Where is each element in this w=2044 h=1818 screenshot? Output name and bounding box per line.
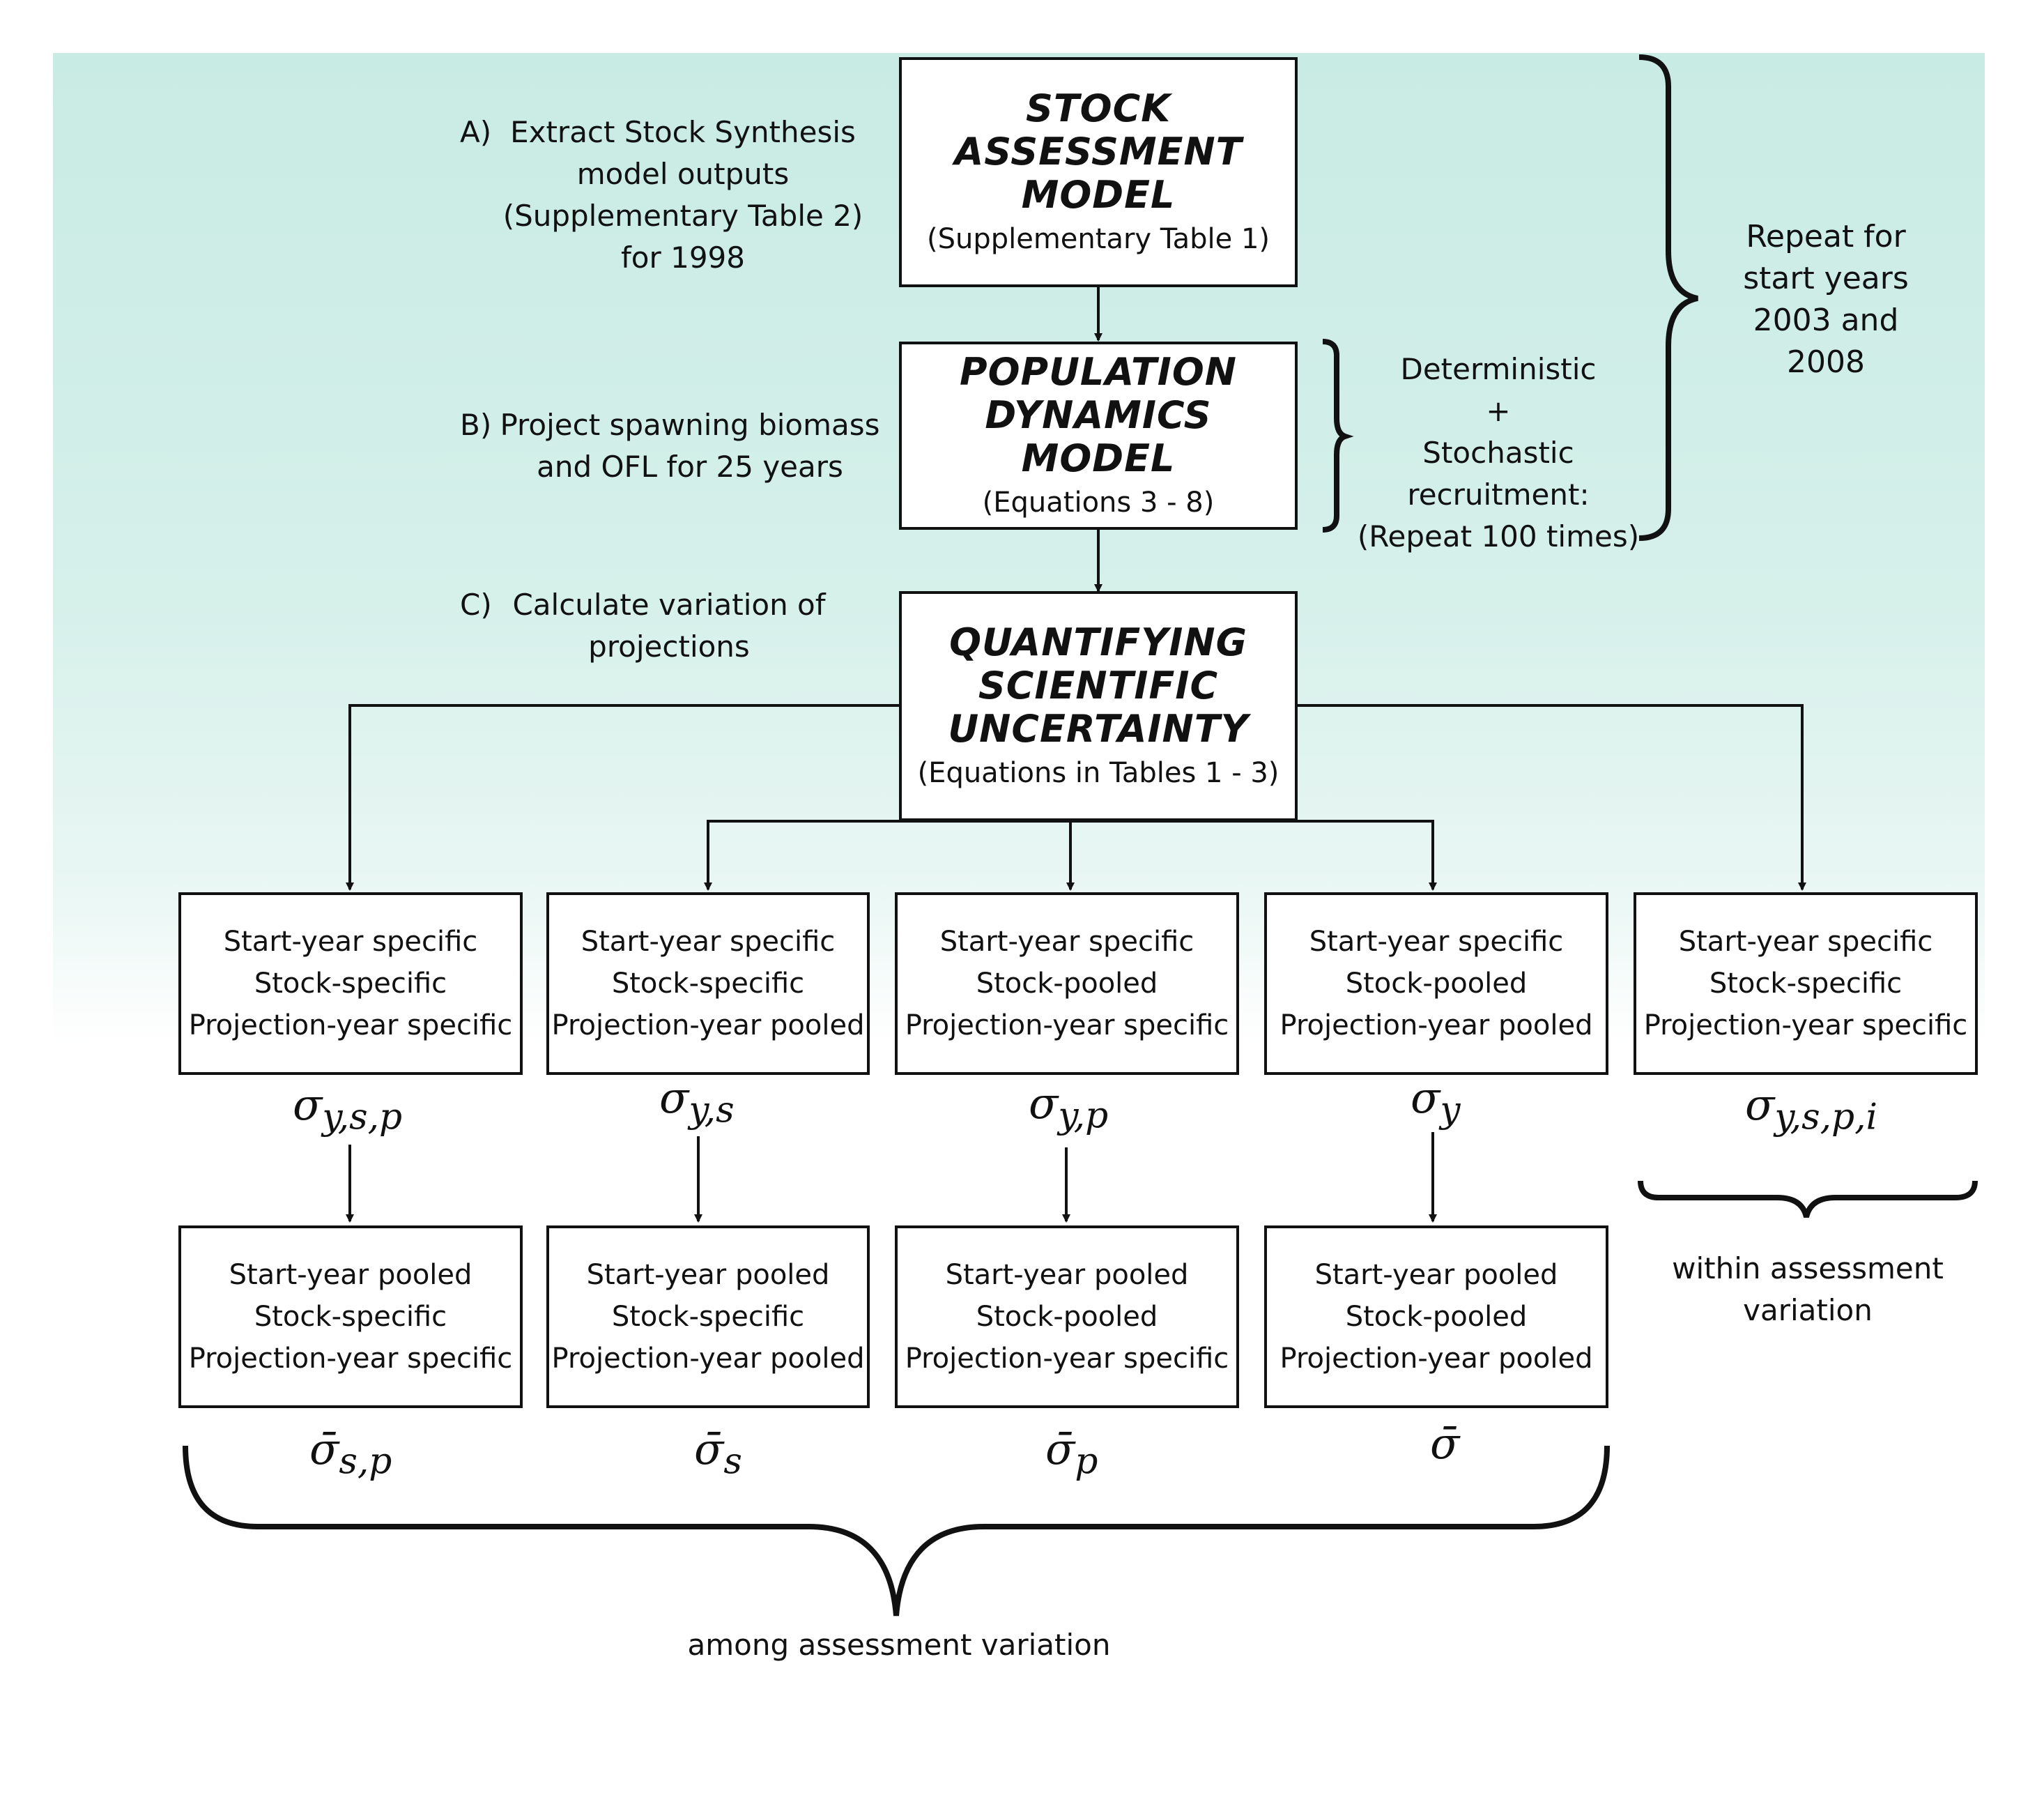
stochastic-note: Deterministic + Stochastic recruitment: … (1357, 352, 1640, 553)
bottom-box-2: Start-year pooled Stock-specific Project… (546, 1225, 870, 1408)
sigma-top-3-subscript: y,p (1058, 1094, 1109, 1137)
sigma-top-2: σy,s (659, 1074, 735, 1134)
bottom-box-2-line2: Stock-specific (611, 1301, 805, 1333)
stock-assessment-title: STOCK ASSESSMENT MODEL (954, 86, 1243, 217)
sigma-top-1-subscript: y,s,p (322, 1096, 403, 1138)
top-box-5-line2: Stock-specific (1709, 968, 1903, 1000)
connector-left-branch (346, 704, 899, 891)
bottom-box-4: Start-year pooled Stock-pooled Projectio… (1264, 1225, 1608, 1408)
bottom-box-3-line3: Projection-year specific (905, 1343, 1229, 1375)
sigma-bar-3-subscript: p (1075, 1440, 1098, 1483)
step-c-text: Calculate variation of projections (512, 588, 826, 664)
sigma-bar-1-subscript: s,p (339, 1440, 392, 1483)
sigma-bar-2-subscript: s (723, 1440, 742, 1483)
top-box-4-line2: Stock-pooled (1345, 968, 1528, 1000)
top-box-5-line1: Start-year specific (1678, 926, 1933, 958)
bottom-box-2-line3: Projection-year pooled (551, 1343, 865, 1375)
top-box-2-line3: Projection-year pooled (551, 1009, 865, 1041)
brace-within (1638, 1180, 1978, 1219)
sigma-top-3-symbol: σ (1029, 1078, 1059, 1129)
quantifying-title: QUANTIFYING SCIENTIFIC UNCERTAINTY (948, 620, 1249, 751)
bottom-box-1-line3: Projection-year specific (188, 1343, 513, 1375)
step-a-text: Extract Stock Synthesis model outputs (S… (502, 115, 863, 275)
sigma-top-5-subscript: y,s,p,i (1774, 1096, 1878, 1138)
top-box-1-line2: Stock-specific (254, 968, 447, 1000)
sigma-top-3: σy,p (1029, 1079, 1108, 1140)
sigma-bar-2: σ̄s (694, 1425, 742, 1485)
top-box-2: Start-year specific Stock-specific Proje… (546, 892, 870, 1075)
connector-right-branch (1298, 704, 1806, 891)
sigma-top-5: σy,s,p,i (1745, 1080, 1877, 1141)
sigma-top-4-subscript: y (1440, 1089, 1461, 1131)
step-c-letter: C) (460, 588, 492, 622)
stock-assessment-model-box: STOCK ASSESSMENT MODEL (Supplementary Ta… (899, 57, 1298, 287)
bottom-box-1: Start-year pooled Stock-specific Project… (178, 1225, 523, 1408)
sigma-bar-1: σ̄s,p (309, 1425, 392, 1485)
top-box-4: Start-year specific Stock-pooled Project… (1264, 892, 1608, 1075)
sigma-top-1: σy,s,p (293, 1080, 402, 1141)
sigma-bar-4-symbol: σ̄ (1430, 1418, 1460, 1469)
within-assessment-label: within assessment variation (1672, 1251, 1944, 1327)
quantifying-sub: (Equations in Tables 1 - 3) (917, 757, 1280, 789)
sigma-top-2-symbol: σ (659, 1072, 689, 1123)
top-box-3-line2: Stock-pooled (976, 968, 1158, 1000)
top-box-4-line1: Start-year specific (1309, 926, 1564, 958)
sigma-top-2-subscript: y,s (689, 1089, 735, 1131)
repeat-note: Repeat for start years 2003 and 2008 (1743, 219, 1909, 380)
top-box-2-line2: Stock-specific (611, 968, 805, 1000)
sigma-bar-1-symbol: σ̄ (309, 1423, 339, 1474)
sigma-top-4-symbol: σ (1411, 1072, 1440, 1123)
top-box-3: Start-year specific Stock-pooled Project… (895, 892, 1239, 1075)
bottom-box-4-line2: Stock-pooled (1345, 1301, 1528, 1333)
sigma-bar-4: σ̄ (1430, 1419, 1459, 1480)
bottom-box-2-line1: Start-year pooled (586, 1259, 830, 1291)
among-assessment-label: among assessment variation (687, 1628, 1111, 1662)
bottom-box-3-line2: Stock-pooled (976, 1301, 1158, 1333)
stock-assessment-sub: (Supplementary Table 1) (926, 223, 1270, 255)
top-box-4-line3: Projection-year pooled (1280, 1009, 1593, 1041)
top-box-5: Start-year specific Stock-specific Proje… (1634, 892, 1978, 1075)
brace-among (183, 1445, 1610, 1617)
step-b-text: Project spawning biomass and OFL for 25 … (500, 408, 880, 484)
population-dynamics-title: POPULATION DYNAMICS MODEL (960, 350, 1237, 480)
sigma-top-4: σy (1411, 1074, 1461, 1134)
bottom-box-1-line2: Stock-specific (254, 1301, 447, 1333)
top-box-5-line3: Projection-year specific (1643, 1009, 1968, 1041)
top-box-1-line1: Start-year specific (223, 926, 478, 958)
step-b-letter: B) (460, 408, 492, 442)
sigma-bar-3-symbol: σ̄ (1045, 1423, 1075, 1474)
sigma-bar-3: σ̄p (1045, 1425, 1098, 1485)
sigma-bar-2-symbol: σ̄ (694, 1423, 724, 1474)
population-dynamics-model-box: POPULATION DYNAMICS MODEL (Equations 3 -… (899, 342, 1298, 530)
quantifying-uncertainty-box: QUANTIFYING SCIENTIFIC UNCERTAINTY (Equa… (899, 591, 1298, 821)
bottom-box-1-line1: Start-year pooled (229, 1259, 472, 1291)
top-box-3-line1: Start-year specific (939, 926, 1194, 958)
bottom-box-3-line1: Start-year pooled (945, 1259, 1189, 1291)
sigma-top-1-symbol: σ (293, 1079, 323, 1130)
step-a-letter: A) (460, 115, 492, 149)
top-box-1: Start-year specific Stock-specific Proje… (178, 892, 523, 1075)
brace-stochastic (1322, 339, 1354, 533)
bottom-box-4-line3: Projection-year pooled (1280, 1343, 1593, 1375)
sigma-top-5-symbol: σ (1745, 1079, 1775, 1130)
top-box-2-line1: Start-year specific (581, 926, 836, 958)
top-box-1-line3: Projection-year specific (188, 1009, 513, 1041)
population-dynamics-sub: (Equations 3 - 8) (982, 487, 1215, 519)
bottom-box-4-line1: Start-year pooled (1314, 1259, 1558, 1291)
brace-repeat (1638, 54, 1698, 541)
top-box-3-line3: Projection-year specific (905, 1009, 1229, 1041)
bottom-box-3: Start-year pooled Stock-pooled Projectio… (895, 1225, 1239, 1408)
